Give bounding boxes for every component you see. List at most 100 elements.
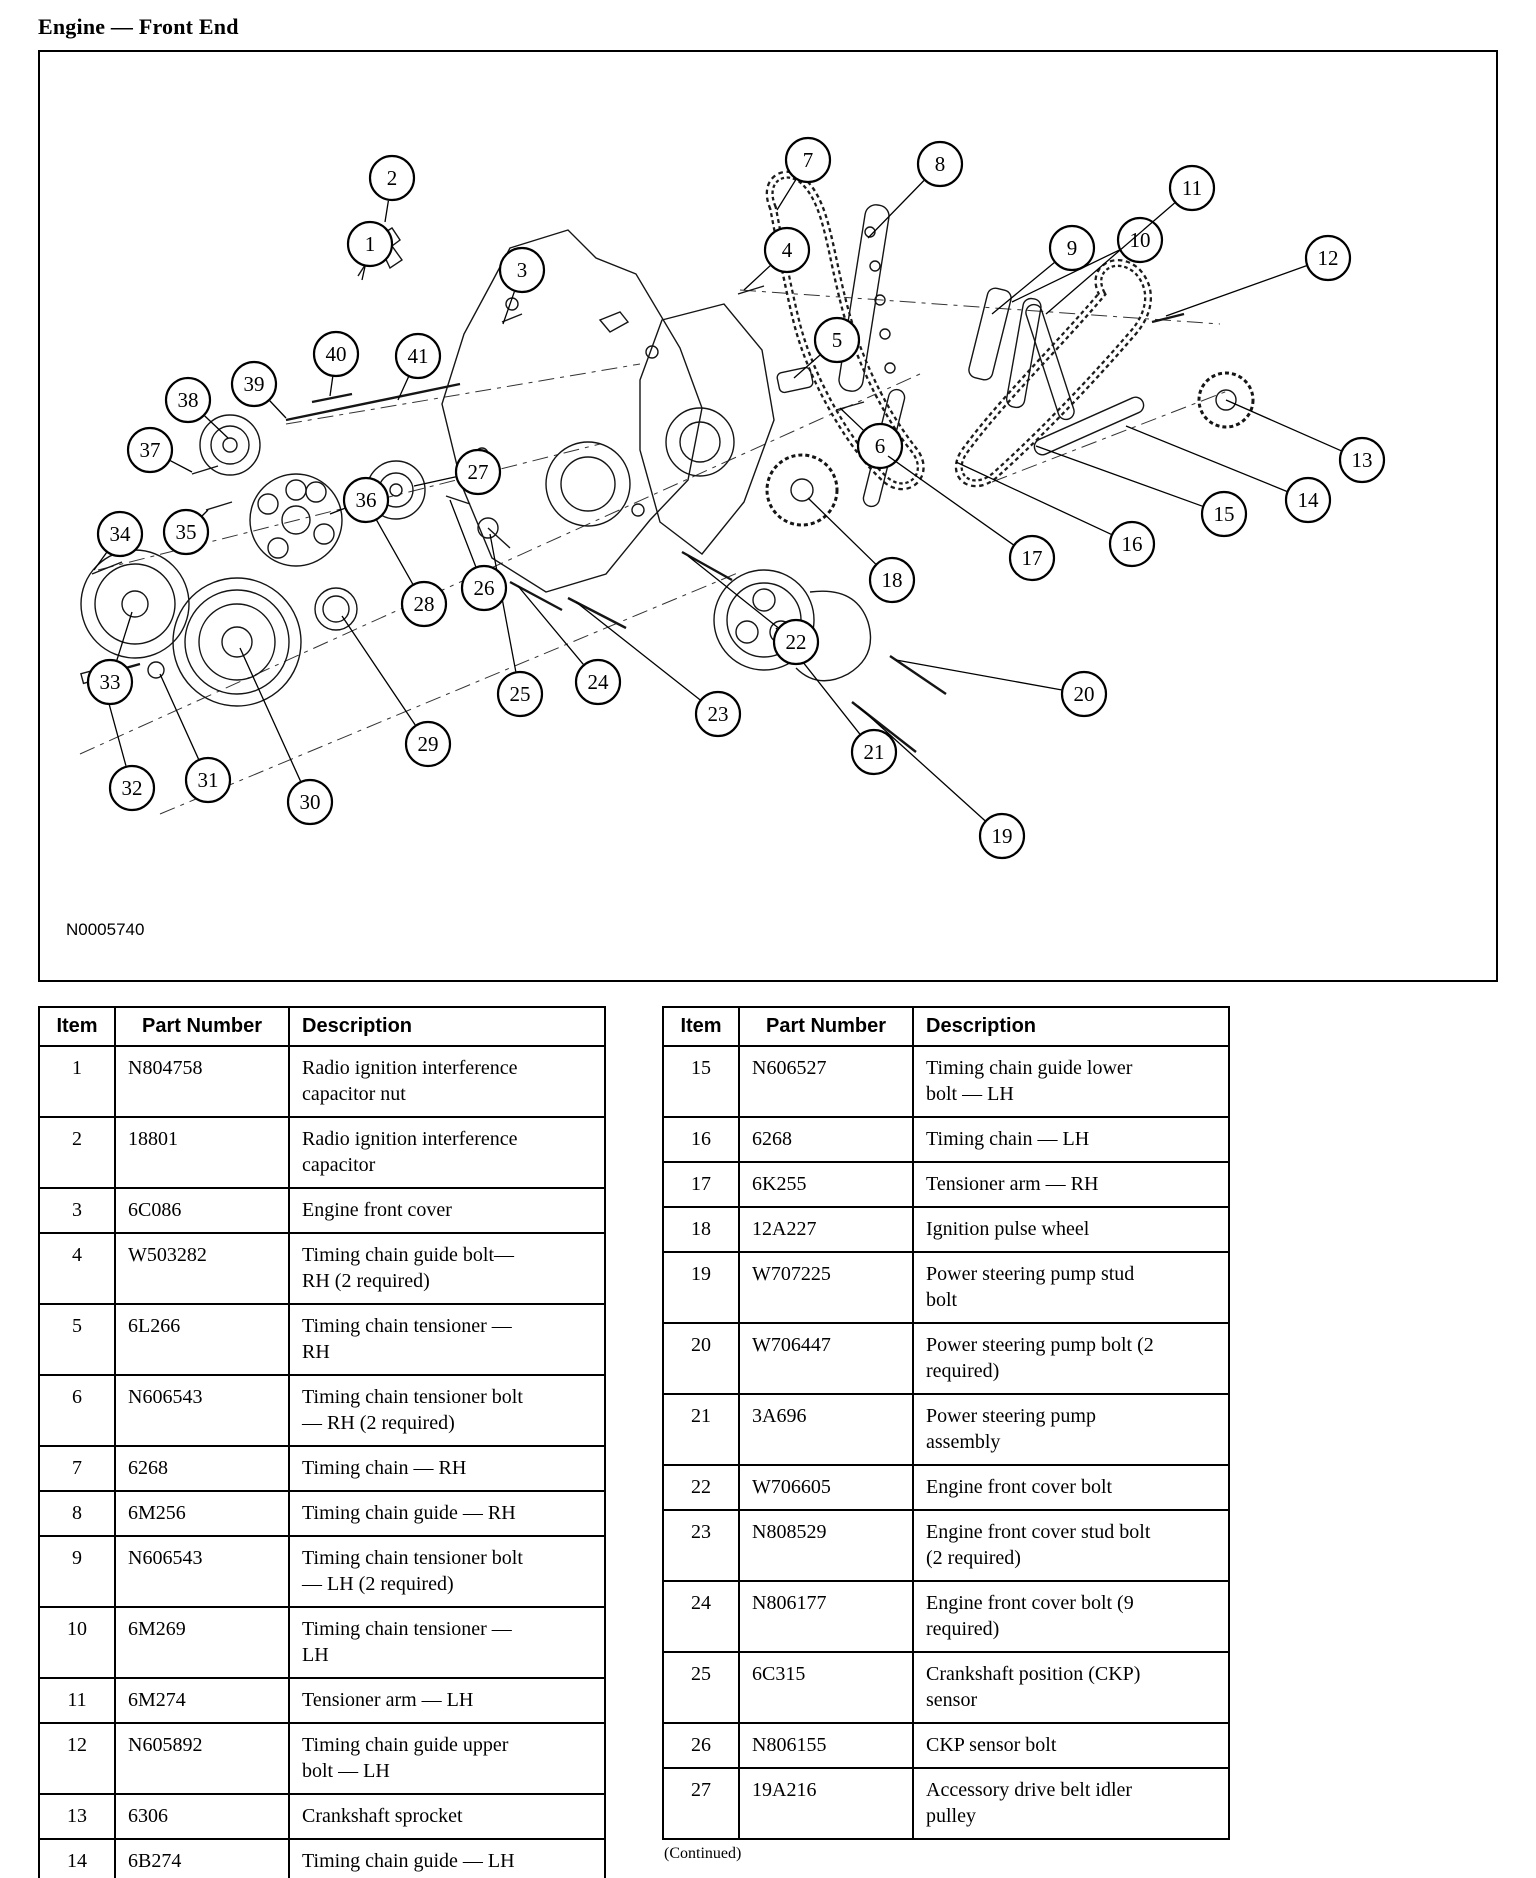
- callout-circle: [1304, 234, 1352, 282]
- item-cell: 25: [662, 1651, 740, 1724]
- part-number-cell: W707225: [738, 1251, 914, 1324]
- callout-number: 9: [1067, 236, 1078, 260]
- description-cell: Timing chain guide — RH: [288, 1490, 606, 1537]
- callout-25: 25: [489, 533, 544, 718]
- figure-id: N0005740: [66, 920, 145, 939]
- callout-leader-line: [743, 265, 771, 291]
- column-header: Item: [662, 1006, 740, 1047]
- callout-circle: [230, 360, 278, 408]
- callout-circle: [394, 332, 442, 380]
- description-cell: Engine front cover bolt: [912, 1464, 1230, 1511]
- callout-leader-line: [384, 200, 390, 223]
- callout-number: 10: [1130, 228, 1151, 252]
- callout-number: 36: [356, 488, 377, 512]
- callout-circle: [184, 756, 232, 804]
- callout-leader-line: [1125, 425, 1287, 492]
- item-cell: 14: [38, 1838, 116, 1878]
- item-cell: 4: [38, 1232, 116, 1305]
- callout-33: 33: [86, 611, 134, 706]
- callout-28: 28: [371, 511, 448, 628]
- callout-circle: [916, 140, 964, 188]
- callout-36: 36: [329, 476, 390, 524]
- callout-circle: [1284, 476, 1332, 524]
- callout-number: 24: [588, 670, 610, 694]
- callout-number: 26: [474, 576, 495, 600]
- callout-number: 13: [1352, 448, 1373, 472]
- callout-number: 12: [1318, 246, 1339, 270]
- callout-number: 37: [140, 438, 161, 462]
- callout-circle: [346, 220, 394, 268]
- item-cell: 2: [38, 1116, 116, 1189]
- callout-leader-line: [1165, 265, 1307, 317]
- callout-circle: [1048, 224, 1096, 272]
- callout-circle: [460, 564, 508, 612]
- item-cell: 17: [662, 1161, 740, 1208]
- item-cell: 26: [662, 1722, 740, 1769]
- item-cell: 9: [38, 1535, 116, 1608]
- item-cell: 22: [662, 1464, 740, 1511]
- item-cell: 15: [662, 1045, 740, 1118]
- part-number-cell: 19A216: [738, 1767, 914, 1840]
- description-cell: Power steering pump stud bolt: [912, 1251, 1230, 1324]
- callout-circle: [454, 448, 502, 496]
- page-title: Engine — Front End: [38, 14, 239, 39]
- item-cell: 6: [38, 1374, 116, 1447]
- part-number-cell: 6268: [738, 1116, 914, 1163]
- callout-circle: [108, 764, 156, 812]
- part-number-cell: 3A696: [738, 1393, 914, 1466]
- callout-number: 28: [414, 592, 435, 616]
- callout-circle: [763, 226, 811, 274]
- part-number-cell: 6B274: [114, 1838, 290, 1878]
- callout-number: 31: [198, 768, 219, 792]
- part-number-cell: N606527: [738, 1045, 914, 1118]
- description-cell: Engine front cover: [288, 1187, 606, 1234]
- callout-leader-line: [269, 400, 287, 419]
- callout-38: 38: [164, 376, 229, 439]
- callout-number: 11: [1182, 176, 1202, 200]
- callout-15: 15: [1035, 445, 1248, 538]
- callout-number: 3: [517, 258, 528, 282]
- callout-number: 6: [875, 434, 886, 458]
- callout-leader-line: [839, 407, 864, 431]
- callout-leader-line: [895, 659, 1062, 691]
- callout-circle: [1008, 534, 1056, 582]
- callout-7: 7: [776, 136, 832, 211]
- item-cell: 16: [662, 1116, 740, 1163]
- item-cell: 21: [662, 1393, 740, 1466]
- callout-circle: [574, 658, 622, 706]
- column-header: Description: [912, 1006, 1230, 1047]
- item-cell: 20: [662, 1322, 740, 1395]
- description-cell: Power steering pump assembly: [912, 1393, 1230, 1466]
- callout-leader-line: [413, 476, 456, 487]
- callout-number: 33: [100, 670, 121, 694]
- callout-circle: [86, 658, 134, 706]
- description-cell: Timing chain — LH: [912, 1116, 1230, 1163]
- callout-2: 2: [368, 154, 416, 223]
- description-cell: Radio ignition interference capacitor nu…: [288, 1045, 606, 1118]
- callout-leader-line: [517, 585, 584, 665]
- callout-number: 23: [708, 702, 729, 726]
- item-cell: 5: [38, 1303, 116, 1376]
- callout-leader-line: [489, 533, 517, 672]
- callout-10: 10: [1011, 216, 1164, 303]
- description-cell: Timing chain guide bolt— RH (2 required): [288, 1232, 606, 1305]
- callout-24: 24: [517, 585, 622, 706]
- callout-40: 40: [312, 330, 360, 397]
